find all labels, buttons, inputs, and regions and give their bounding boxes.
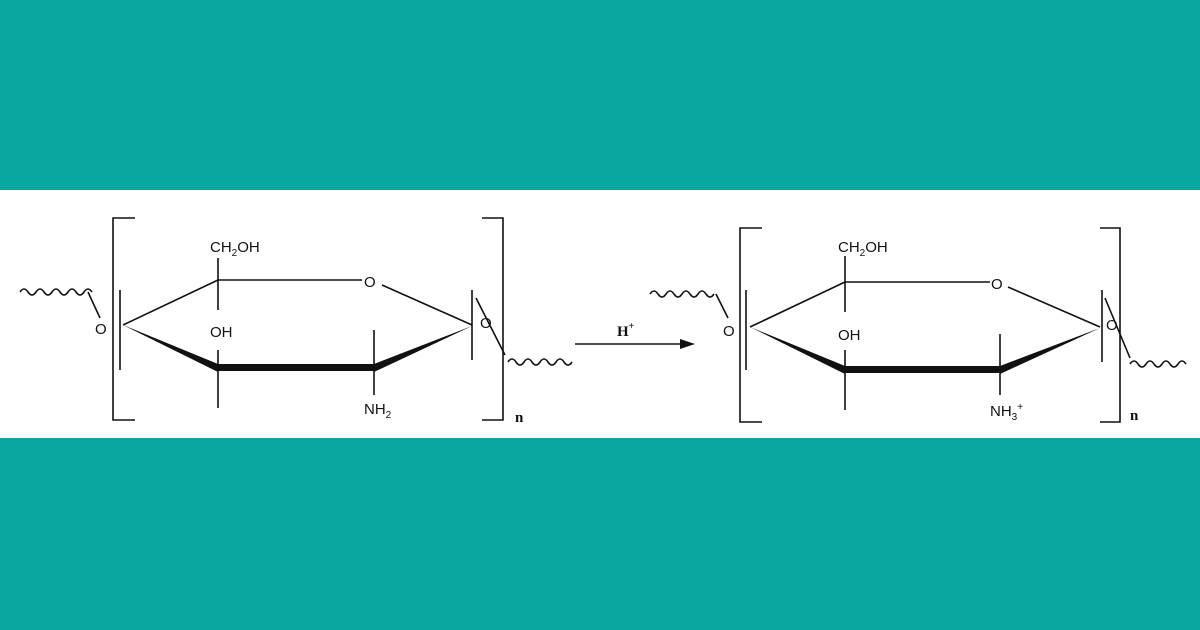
reagent-label: H+ — [617, 321, 635, 340]
diagram-strip — [0, 190, 1200, 438]
left-hydroxyl: OH — [210, 324, 233, 341]
left-bracket-open — [112, 217, 135, 421]
reaction-arrow: H+ — [575, 321, 695, 349]
right-wedge-bonds — [750, 327, 1100, 374]
svg-text:NH3+: NH3+ — [990, 402, 1023, 423]
right-repeat-unit — [649, 227, 1187, 423]
right-hydroxyl: OH — [838, 327, 861, 344]
left-ring-oxygen: O — [364, 274, 376, 291]
ring-bond — [122, 279, 219, 326]
right-chain-wave — [507, 358, 573, 366]
left-bracket-close — [482, 217, 504, 421]
left-labels: CH2OH O OH NH2 O O n — [95, 239, 524, 426]
right-link-oxygen: O — [480, 315, 492, 332]
left-wedge-bonds — [123, 325, 472, 372]
right-bracket-open — [739, 227, 762, 423]
left-repeat-unit — [19, 217, 573, 421]
left-link-bond — [87, 291, 101, 319]
svg-text:CH2OH: CH2OH — [210, 239, 260, 259]
right-bracket-close — [1100, 227, 1121, 423]
right-labels: CH2OH O OH NH3+ O O n — [723, 239, 1139, 424]
right-ring-oxygen: O — [991, 276, 1003, 293]
left-chain-wave — [19, 288, 93, 296]
right-unit-right-oxygen: O — [1106, 317, 1118, 334]
left-link-oxygen: O — [95, 321, 107, 338]
right-repeat-n: n — [1130, 408, 1139, 424]
reaction-diagram: CH2OH O OH NH2 O O n H+ — [19, 217, 1187, 426]
bottom-band — [0, 438, 1200, 630]
right-unit-left-oxygen: O — [723, 323, 735, 340]
svg-text:NH2: NH2 — [364, 401, 392, 421]
left-repeat-n: n — [515, 410, 524, 426]
svg-text:CH2OH: CH2OH — [838, 239, 888, 259]
top-band — [0, 0, 1200, 190]
